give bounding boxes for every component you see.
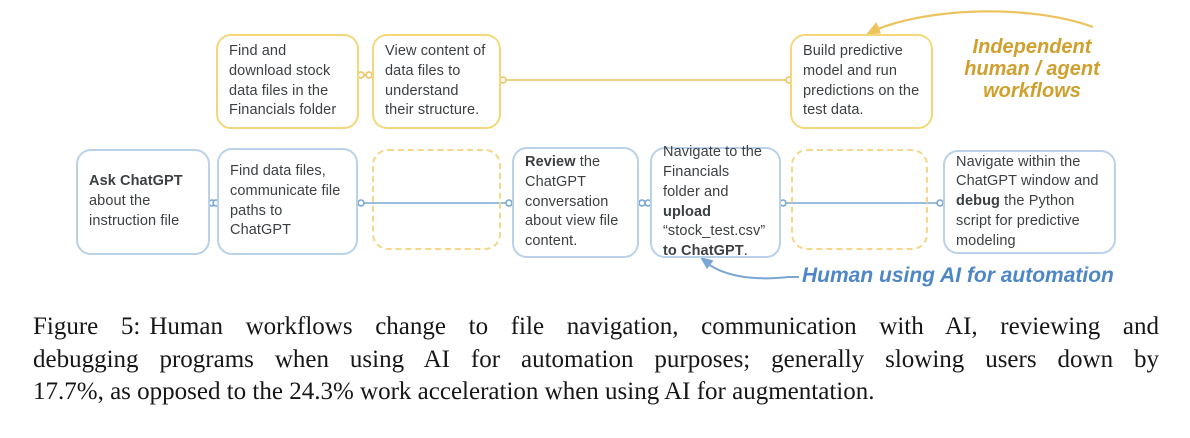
box-text: . xyxy=(743,242,748,259)
box-text: Review xyxy=(525,154,576,171)
box-text: Find and download stock data files in th… xyxy=(229,43,337,119)
flow-box-debug-script: Navigate within the ChatGPT window and d… xyxy=(943,150,1116,254)
caption-line-3: 17.7%, as opposed to the 24.3% work acce… xyxy=(33,378,875,405)
yellow-connector-short xyxy=(357,71,373,79)
label-line: workflows xyxy=(983,80,1081,102)
box-text: Find data files, communicate file paths … xyxy=(230,163,341,239)
flow-box-find-data-files: Find data files, communicate file paths … xyxy=(217,148,358,255)
flow-box-find-download-stock: Find and download stock data files in th… xyxy=(216,34,359,129)
human-using-ai-label: Human using AI for automation xyxy=(802,264,1114,287)
dashed-placeholder-box-1 xyxy=(372,149,501,250)
box-text: to ChatGPT xyxy=(663,242,744,259)
blue-connector-3 xyxy=(638,199,652,207)
box-text: Navigate within the ChatGPT window and xyxy=(956,153,1099,190)
blue-connector-2 xyxy=(357,199,513,207)
flow-box-ask-chatgpt: Ask ChatGPT about the instruction file xyxy=(76,149,210,255)
box-text: the ChatGPT conversation about view file… xyxy=(525,154,619,250)
box-text: Navigate to the Financials folder and xyxy=(663,144,763,200)
blue-curved-arrow-icon xyxy=(700,257,799,280)
independent-workflows-label: Independent human / agent workflows xyxy=(942,36,1122,102)
flow-box-upload-csv: Navigate to the Financials folder and up… xyxy=(650,144,781,259)
figure-caption: Figure 5: Human workflows change to file … xyxy=(33,311,1159,409)
yellow-connector-long xyxy=(499,76,793,84)
box-text: the Python script for predictive modelin… xyxy=(956,193,1080,249)
label-line: Independent xyxy=(972,36,1092,58)
box-text: Build predictive model and run predictio… xyxy=(803,43,920,119)
flow-box-review-conversation: Review the ChatGPT conversation about vi… xyxy=(512,147,639,258)
gold-curved-arrow-icon xyxy=(866,10,1094,35)
box-text: “stock_test.csv” xyxy=(663,223,766,240)
caption-line-1: Figure 5: Human workflows change to file … xyxy=(33,311,1159,344)
box-text: upload xyxy=(663,203,712,220)
label-line: human / agent xyxy=(964,58,1100,80)
caption-line-2: debugging programs when using AI for aut… xyxy=(33,345,1159,373)
flow-box-build-model: Build predictive model and run predictio… xyxy=(790,34,933,129)
box-text: about the instruction file xyxy=(89,193,180,229)
box-text: debug xyxy=(956,193,1000,210)
dashed-placeholder-box-2 xyxy=(791,149,928,250)
caption-text: Human workflows change to file navigatio… xyxy=(149,313,1159,340)
caption-figure-number: Figure 5: xyxy=(33,313,141,340)
flow-box-view-content: View content of data files to understand… xyxy=(372,34,501,129)
box-text: Ask ChatGPT xyxy=(89,173,183,190)
box-text: View content of data files to understand… xyxy=(385,43,486,119)
